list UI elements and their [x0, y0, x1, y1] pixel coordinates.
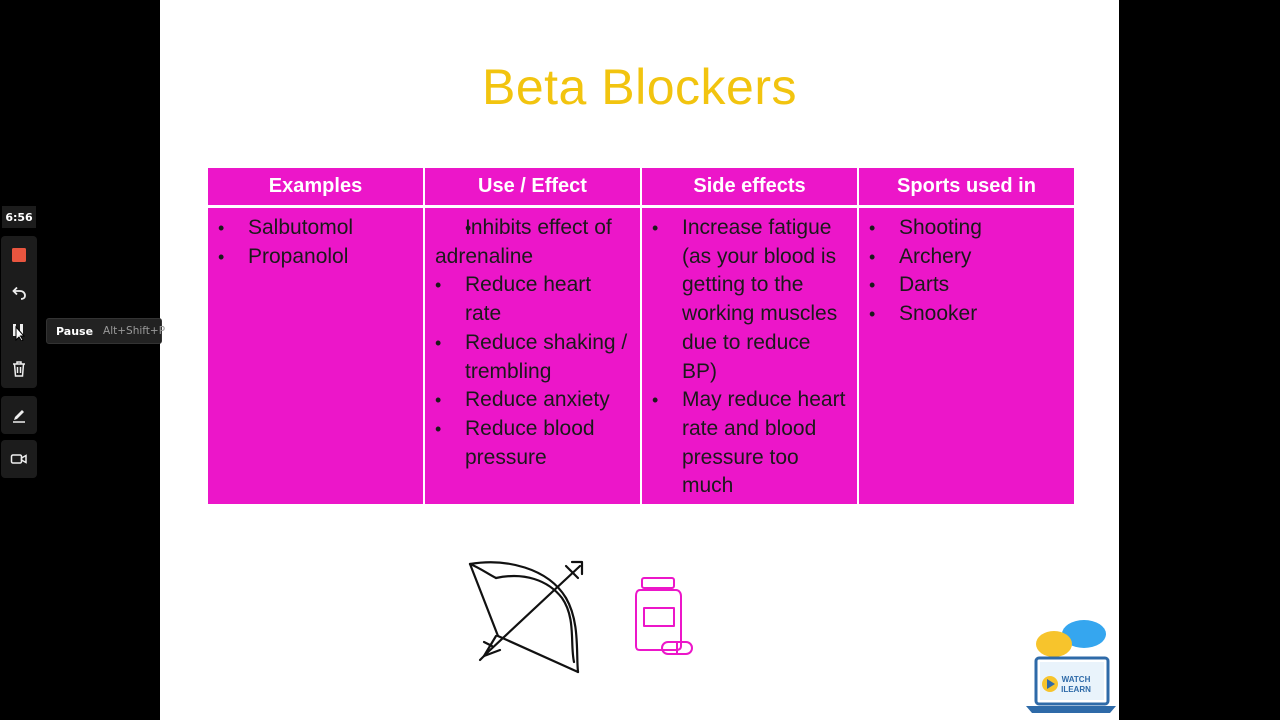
pause-tooltip: Pause Alt+Shift+P: [46, 318, 166, 344]
cell-sports-used-in: Shooting Archery Darts Snooker: [859, 208, 1074, 504]
list-item: Reduce anxiety: [435, 386, 630, 415]
cell-use-effect: Inhibits effect of adrenaline Reduce hea…: [425, 208, 640, 504]
medicine-bottle-icon: [635, 577, 693, 655]
list-item: Inhibits effect of adrenaline: [435, 214, 630, 271]
tooltip-label: Pause: [56, 324, 94, 338]
video-camera-icon: [10, 454, 27, 464]
trash-icon: [13, 361, 25, 377]
cell-examples: Salbutomol Propanolol: [208, 208, 423, 504]
list-item: Reduce shaking / trembling: [435, 329, 630, 386]
logo-text-ilearn: ILEARN: [1061, 685, 1091, 694]
draw-button[interactable]: [1, 396, 37, 434]
header-use-effect: Use / Effect: [425, 168, 640, 205]
bow-and-arrow-icon: [468, 560, 584, 674]
camera-button[interactable]: [1, 440, 37, 478]
beta-blockers-table: Examples Use / Effect Side effects Sport…: [208, 168, 1074, 504]
recording-timer: 6:56: [2, 206, 36, 228]
list-item: Reduce heart rate: [435, 271, 630, 328]
list-item: Shooting: [869, 214, 1064, 243]
list-item: May reduce heart rate and blood pressure…: [652, 386, 847, 501]
watch-ilearn-logo: WATCH ILEARN: [1026, 620, 1116, 713]
slide-title: Beta Blockers: [482, 59, 797, 115]
list-item: Propanolol: [218, 243, 413, 272]
stop-button[interactable]: [1, 236, 37, 274]
tooltip-shortcut: Alt+Shift+P: [103, 325, 166, 337]
list-item: Darts: [869, 271, 1064, 300]
header-side-effects: Side effects: [642, 168, 857, 205]
stop-icon: [12, 248, 26, 262]
header-examples: Examples: [208, 168, 423, 205]
cell-side-effects: Increase fatigue (as your blood is getti…: [642, 208, 857, 504]
list-item: Increase fatigue (as your blood is getti…: [652, 214, 847, 386]
logo-text-watch: WATCH: [1062, 675, 1091, 684]
delete-button[interactable]: [1, 350, 37, 388]
restart-button[interactable]: [1, 274, 37, 312]
slide: Beta Blockers Examples Use / Effect Side…: [160, 0, 1119, 720]
pause-button[interactable]: [1, 312, 37, 350]
list-item: Snooker: [869, 300, 1064, 329]
undo-icon: [12, 286, 26, 300]
annotate-group: [1, 396, 37, 434]
list-item: Archery: [869, 243, 1064, 272]
pause-icon: [13, 324, 26, 341]
pen-icon: [13, 410, 25, 423]
list-item: Reduce blood pressure: [435, 415, 630, 472]
recorder-controls: [1, 236, 37, 388]
list-item: Salbutomol: [218, 214, 413, 243]
header-sports-used-in: Sports used in: [859, 168, 1074, 205]
camera-group: [1, 440, 37, 478]
